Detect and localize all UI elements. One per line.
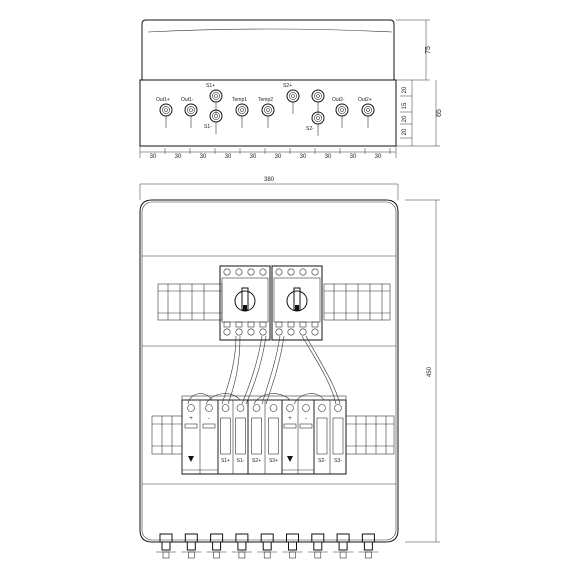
bottom-dim-label: 30 bbox=[325, 154, 332, 160]
cable-gland-top bbox=[184, 103, 198, 128]
dim-small-4: 20 bbox=[402, 128, 408, 135]
gland-label: Temp1 bbox=[232, 97, 247, 103]
bottom-dim-label: 30 bbox=[250, 154, 257, 160]
polarity-label: - bbox=[208, 416, 210, 422]
fuse-holder-module: S2+ S3+ bbox=[247, 399, 283, 475]
cable-gland-bottom bbox=[333, 533, 354, 559]
bottom-dim-label: 30 bbox=[150, 154, 157, 160]
cable-gland-bottom bbox=[206, 533, 227, 559]
cable-gland-bottom bbox=[358, 533, 379, 559]
cable-gland-top bbox=[209, 109, 223, 134]
bottom-dim-label: 30 bbox=[175, 154, 182, 160]
front-view: 380 450 +-S1+S1-S2+S3++-S2-S3- bbox=[139, 177, 440, 559]
dc-isolator-switch bbox=[271, 265, 323, 341]
fuse-holder-module: S1+ S1- bbox=[217, 399, 249, 475]
bottom-dim-label: 30 bbox=[300, 154, 307, 160]
dim-small-2: 15 bbox=[402, 102, 408, 109]
cable-gland-top bbox=[311, 89, 325, 114]
fuse-holder-module: S2- S3- bbox=[313, 399, 347, 475]
gland-label: Out1+ bbox=[156, 97, 170, 103]
cable-gland-top bbox=[311, 111, 325, 136]
bottom-dim-label: 30 bbox=[275, 154, 282, 160]
width-dim-label: 380 bbox=[264, 177, 275, 183]
cable-gland-bottom bbox=[231, 533, 252, 559]
gland-label: S1- bbox=[204, 124, 212, 130]
dim-small-3: 20 bbox=[402, 115, 408, 122]
bottom-dim-label: 30 bbox=[225, 154, 232, 160]
gland-label: Out2- bbox=[332, 97, 345, 103]
cable-gland-top bbox=[159, 103, 173, 128]
cable-gland-top bbox=[209, 89, 223, 114]
polarity-label: + bbox=[189, 416, 193, 422]
surge-protector-module: +- bbox=[181, 399, 219, 475]
gland-label: S1+ bbox=[206, 83, 215, 89]
cable-gland-bottom bbox=[307, 533, 328, 559]
fuse-label: S3+ bbox=[269, 458, 278, 464]
gland-label: Temp2 bbox=[258, 97, 273, 103]
top-view: 75 65 20 15 20 20 30 30 30 30 30 30 30 30 30 30 O… bbox=[139, 19, 443, 160]
fuse-label: S3- bbox=[334, 458, 342, 464]
bottom-dim-label: 30 bbox=[375, 154, 382, 160]
bottom-dim-label: 30 bbox=[200, 154, 207, 160]
dim-65-label: 65 bbox=[436, 109, 443, 117]
height-dim-label: 450 bbox=[427, 366, 433, 377]
cable-gland-bottom bbox=[156, 533, 176, 559]
fuse-label: S1- bbox=[237, 458, 245, 464]
gland-label: S2+ bbox=[283, 83, 292, 89]
fuse-label: S2+ bbox=[252, 458, 261, 464]
surge-protector-module: +- bbox=[281, 399, 315, 475]
cable-gland-top bbox=[286, 89, 300, 114]
dim-small-1: 20 bbox=[402, 86, 408, 93]
fuse-label: S2- bbox=[318, 458, 326, 464]
cable-gland-top bbox=[235, 103, 249, 128]
polarity-label: - bbox=[305, 416, 307, 422]
cable-gland-top bbox=[361, 103, 375, 128]
dc-isolator-switch bbox=[219, 265, 271, 341]
cable-gland-top bbox=[335, 103, 349, 128]
gland-label: S2- bbox=[306, 126, 314, 132]
polarity-label: + bbox=[288, 416, 292, 422]
gland-label: Out2+ bbox=[358, 97, 372, 103]
wiring bbox=[187, 335, 341, 405]
cable-gland-bottom bbox=[257, 533, 278, 559]
cable-gland-top bbox=[261, 103, 275, 128]
cable-gland-bottom bbox=[181, 533, 202, 559]
bottom-dim-label: 30 bbox=[350, 154, 357, 160]
gland-label: Out1- bbox=[181, 97, 194, 103]
cable-gland-bottom bbox=[282, 533, 303, 559]
fuse-label: S1+ bbox=[221, 458, 230, 464]
dim-75-label: 75 bbox=[425, 46, 432, 54]
